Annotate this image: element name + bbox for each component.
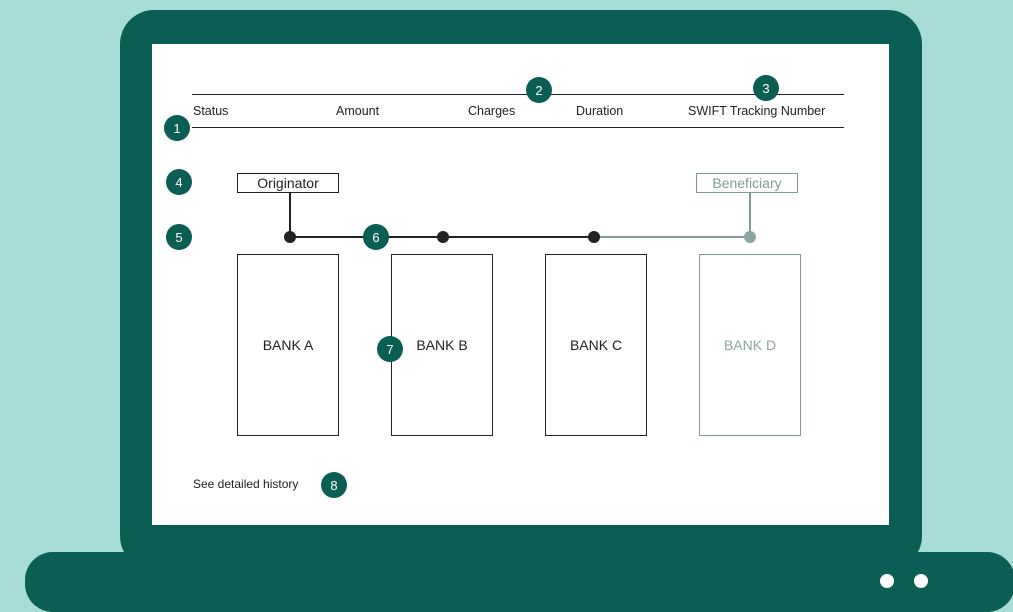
marker-badge: 6 bbox=[363, 224, 389, 250]
detailed-history-link[interactable]: See detailed history bbox=[193, 477, 299, 491]
marker-badge: 1 bbox=[164, 115, 190, 141]
marker-badge: 5 bbox=[166, 224, 192, 250]
route-node-bank-b bbox=[437, 231, 449, 243]
bank-d-box: BANK D bbox=[699, 254, 801, 436]
route-node-bank-c bbox=[588, 231, 600, 243]
laptop-base bbox=[25, 552, 1013, 612]
bank-a-box: BANK A bbox=[237, 254, 339, 436]
beneficiary-label: Beneficiary bbox=[696, 173, 798, 193]
bank-c-box: BANK C bbox=[545, 254, 647, 436]
header-bottom-rule bbox=[192, 127, 844, 128]
column-charges: Charges bbox=[468, 104, 516, 118]
marker-badge: 4 bbox=[166, 169, 192, 195]
route-node-bank-d bbox=[744, 231, 756, 243]
originator-label: Originator bbox=[237, 173, 339, 193]
header-top-rule bbox=[192, 94, 844, 95]
marker-badge: 7 bbox=[377, 336, 403, 362]
bank-b-box: BANK B bbox=[391, 254, 493, 436]
column-swift-tracking-number: SWIFT Tracking Number bbox=[688, 104, 826, 118]
marker-badge: 8 bbox=[321, 472, 347, 498]
indicator-light-icon bbox=[880, 574, 894, 588]
route-node-bank-a bbox=[284, 231, 296, 243]
column-amount: Amount bbox=[336, 104, 380, 118]
marker-badge: 2 bbox=[526, 77, 552, 103]
column-duration: Duration bbox=[576, 104, 624, 118]
column-status: Status bbox=[193, 104, 229, 118]
marker-badge: 3 bbox=[753, 75, 779, 101]
indicator-light-icon bbox=[914, 574, 928, 588]
